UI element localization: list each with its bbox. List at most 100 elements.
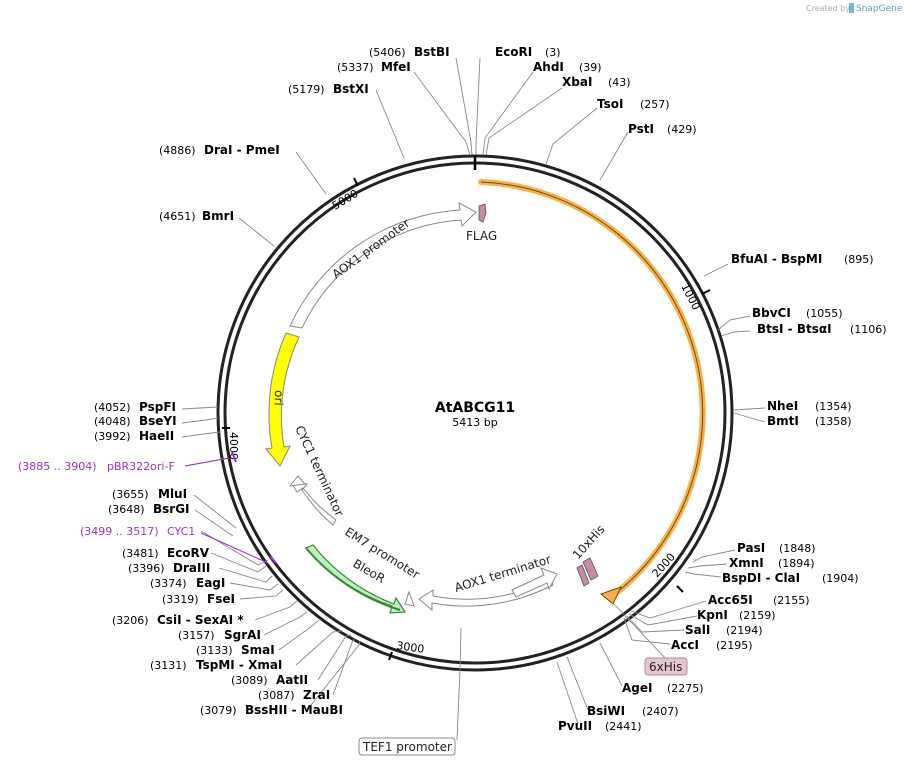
site-acc65i[interactable]: Acc65I (2155) bbox=[708, 593, 810, 607]
pbr322ori-f-primer-mark bbox=[231, 451, 237, 463]
site-pos: (39) bbox=[579, 61, 602, 74]
site-acci[interactable]: AccI (2195) bbox=[671, 638, 753, 652]
flag-label: FLAG bbox=[466, 229, 497, 243]
site-ahdi[interactable]: AhdI (43) (39) bbox=[533, 60, 602, 74]
site-drai-pmei[interactable]: (4886) DraI - PmeI bbox=[159, 143, 280, 157]
tick-label-4000: 4000 bbox=[227, 432, 240, 460]
site-bmti[interactable]: BmtI (1358) bbox=[767, 414, 852, 428]
site-tsoi[interactable]: TsoI (257) bbox=[597, 97, 670, 111]
site-psti[interactable]: PstI (429) bbox=[628, 122, 697, 136]
site-zrai[interactable]: (3087) ZraI bbox=[258, 688, 330, 702]
ori-feature: ori bbox=[265, 332, 300, 467]
site-enzyme: BssHII - MauBI bbox=[245, 703, 343, 717]
site-enzyme: MfeI bbox=[381, 60, 411, 74]
site-enzyme: KpnI bbox=[697, 608, 728, 622]
site-bbvci[interactable]: BbvCI (1055) bbox=[752, 306, 843, 320]
site-pos: (1904) bbox=[822, 572, 859, 585]
site-kpni[interactable]: KpnI (2159) bbox=[697, 608, 776, 622]
site-enzyme: BstBI bbox=[414, 45, 450, 59]
ori-label: ori bbox=[271, 390, 286, 406]
site-draiii[interactable]: (3396) DraIII bbox=[128, 561, 210, 575]
site-pos: (1106) bbox=[850, 323, 887, 336]
site-mfei[interactable]: (5337) MfeI bbox=[337, 60, 411, 74]
primer-cyc1[interactable]: (3499 .. 3517) CYC1 bbox=[80, 525, 195, 538]
site-xmni[interactable]: XmnI (1894) bbox=[729, 556, 815, 570]
site-agei[interactable]: AgeI (2275) bbox=[622, 681, 704, 695]
snapgene-brand: SnapGene bbox=[856, 4, 903, 14]
site-sgrai[interactable]: (3157) SgrAI bbox=[178, 628, 261, 642]
site-enzyme: EcoRV bbox=[167, 546, 210, 560]
site-pspfi[interactable]: (4052) PspFI bbox=[94, 400, 176, 414]
site-pos: (2194) bbox=[726, 624, 763, 637]
site-bsrgi[interactable]: (3648) BsrGI bbox=[108, 502, 190, 516]
site-enzyme: BstXI bbox=[333, 82, 369, 96]
tef1-promoter-box[interactable]: TEF1 promoter bbox=[358, 737, 456, 756]
site-tspmi-xmai[interactable]: (3131) TspMI - XmaI bbox=[150, 658, 282, 672]
site-bsiwi[interactable]: BsiWI (2407) bbox=[587, 704, 679, 718]
site-nhei[interactable]: NheI (1354) bbox=[767, 399, 852, 413]
site-bseyi[interactable]: (4048) BseYI bbox=[94, 414, 177, 428]
cyc1-terminator-feature: CYC1 terminator bbox=[288, 423, 347, 526]
site-pos: (3481) bbox=[122, 547, 159, 560]
site-enzyme: HaeII bbox=[139, 429, 174, 443]
site-pos: (3133) bbox=[196, 644, 233, 657]
site-bfuai-bspmi[interactable]: BfuAI - BspMI (895) bbox=[731, 252, 874, 266]
site-enzyme: TspMI - XmaI bbox=[196, 658, 282, 672]
site-enzyme: Acc65I bbox=[708, 593, 753, 607]
site-enzyme: FseI bbox=[207, 592, 235, 606]
site-enzyme: EagI bbox=[196, 576, 225, 590]
site-pos: (2159) bbox=[739, 609, 776, 622]
primer-name: pBR322ori-F bbox=[107, 460, 175, 473]
primer-pbr322ori-f[interactable]: (3885 .. 3904) pBR322ori-F bbox=[18, 460, 175, 473]
aox1-promoter-label: AOX1 promoter bbox=[330, 216, 413, 281]
site-enzyme: PspFI bbox=[139, 400, 176, 414]
site-pasi[interactable]: PasI (1848) bbox=[737, 541, 816, 555]
site-enzyme: XbaI bbox=[562, 75, 592, 89]
site-smai[interactable]: (3133) SmaI bbox=[196, 643, 275, 657]
site-pos: (429) bbox=[667, 123, 697, 136]
site-pos: (3206) bbox=[112, 614, 149, 627]
site-pvuii[interactable]: PvuII (2441) bbox=[558, 719, 642, 733]
aox1-promoter-feature: AOX1 promoter bbox=[289, 202, 477, 329]
snapgene-logo-icon bbox=[849, 3, 854, 13]
leader-lines bbox=[181, 57, 766, 741]
site-bspdi-clai[interactable]: BspDI - ClaI (1904) bbox=[722, 571, 859, 585]
site-enzyme: PvuII bbox=[558, 719, 592, 733]
site-bstxi[interactable]: (5179) BstXI bbox=[288, 82, 369, 96]
site-mlui[interactable]: (3655) MluI bbox=[112, 487, 187, 501]
site-ecorv[interactable]: (3481) EcoRV bbox=[122, 546, 210, 560]
site-pos: (5406) bbox=[369, 46, 406, 59]
site-enzyme: NheI bbox=[767, 399, 798, 413]
site-pos: (2195) bbox=[716, 639, 753, 652]
site-enzyme: ZraI bbox=[303, 688, 330, 702]
site-bsshii-maubi[interactable]: (3079) BssHII - MauBI bbox=[200, 703, 343, 717]
site-sali[interactable]: SalI (2194) bbox=[685, 623, 763, 637]
site-enzyme: SmaI bbox=[241, 643, 275, 657]
site-pos: (2275) bbox=[667, 682, 704, 695]
site-eagi[interactable]: (3374) EagI bbox=[150, 576, 225, 590]
his6-label: 6xHis bbox=[649, 660, 682, 674]
his10-label: 10xHis bbox=[570, 522, 608, 562]
site-pos: (1055) bbox=[806, 307, 843, 320]
site-csii-sexai[interactable]: (3206) CsiI - SexAI * bbox=[112, 613, 244, 627]
site-ecori[interactable]: EcoRI (3) bbox=[495, 45, 561, 59]
site-bmri[interactable]: (4651) BmrI bbox=[159, 209, 234, 223]
site-pos: (2407) bbox=[642, 705, 679, 718]
site-fsei[interactable]: (3319) FseI bbox=[162, 592, 235, 606]
site-pos: (895) bbox=[844, 253, 874, 266]
site-pos: (3655) bbox=[112, 488, 149, 501]
primer-range: (3499 .. 3517) bbox=[80, 525, 159, 538]
site-enzyme: BfuAI - BspMI bbox=[731, 252, 822, 266]
site-bstbi[interactable]: (5406) BstBI bbox=[369, 45, 450, 59]
site-aatii[interactable]: (3089) AatII bbox=[231, 673, 308, 687]
created-by-text: Created by bbox=[806, 4, 850, 13]
his6-box[interactable]: 6xHis bbox=[644, 657, 688, 676]
site-enzyme: SalI bbox=[685, 623, 710, 637]
site-haeii[interactable]: (3992) HaeII bbox=[94, 429, 174, 443]
site-enzyme: SgrAI bbox=[224, 628, 261, 642]
site-xbai[interactable]: XbaI (43) bbox=[562, 75, 631, 89]
site-btsi[interactable]: BtsI - BtsαI (1106) bbox=[757, 322, 887, 336]
site-pos: (4052) bbox=[94, 401, 131, 414]
site-pos: (4651) bbox=[159, 210, 196, 223]
